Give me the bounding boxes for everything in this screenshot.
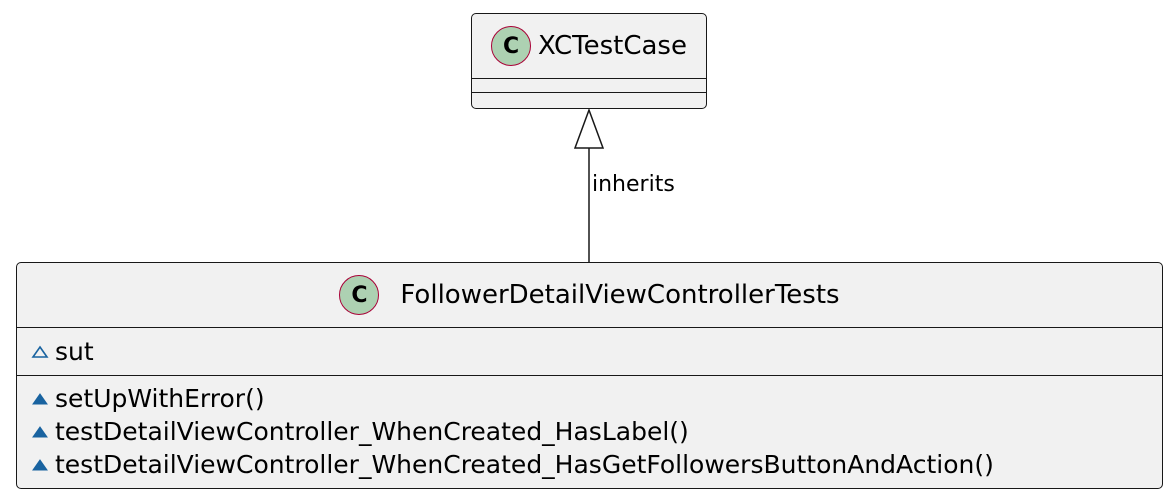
relation-label: inherits	[592, 172, 675, 197]
method-row: testDetailViewController_WhenCreated_Has…	[31, 450, 994, 479]
filled-triangle-icon	[32, 458, 48, 470]
method-text: setUpWithError()	[55, 384, 265, 413]
class-stereotype-icon: C	[491, 26, 532, 66]
filled-triangle-icon	[32, 425, 48, 437]
methods-divider	[17, 375, 1162, 376]
class-name: FollowerDetailViewControllerTests	[400, 280, 840, 310]
inheritance-arrowhead-icon	[573, 107, 605, 149]
field-row: sut	[31, 337, 94, 366]
class-xctestcase[interactable]: C XCTestCase	[471, 13, 707, 109]
fields-divider	[17, 327, 1162, 328]
hollow-triangle-icon	[31, 345, 49, 358]
method-row: setUpWithError()	[31, 384, 265, 413]
method-text: testDetailViewController_WhenCreated_Has…	[55, 450, 994, 479]
class-header: C FollowerDetailViewControllerTests	[17, 263, 1162, 327]
class-name: XCTestCase	[538, 31, 687, 61]
method-row: testDetailViewController_WhenCreated_Has…	[31, 417, 689, 446]
method-text: testDetailViewController_WhenCreated_Has…	[55, 417, 689, 446]
class-stereotype-icon: C	[339, 275, 380, 315]
field-text: sut	[55, 337, 94, 366]
class-header: C XCTestCase	[472, 14, 706, 78]
fields-divider	[472, 78, 706, 79]
filled-triangle-icon	[32, 392, 48, 404]
class-followerdetailviewcontrollertests[interactable]: C FollowerDetailViewControllerTests sut …	[16, 262, 1163, 489]
methods-divider	[472, 92, 706, 93]
